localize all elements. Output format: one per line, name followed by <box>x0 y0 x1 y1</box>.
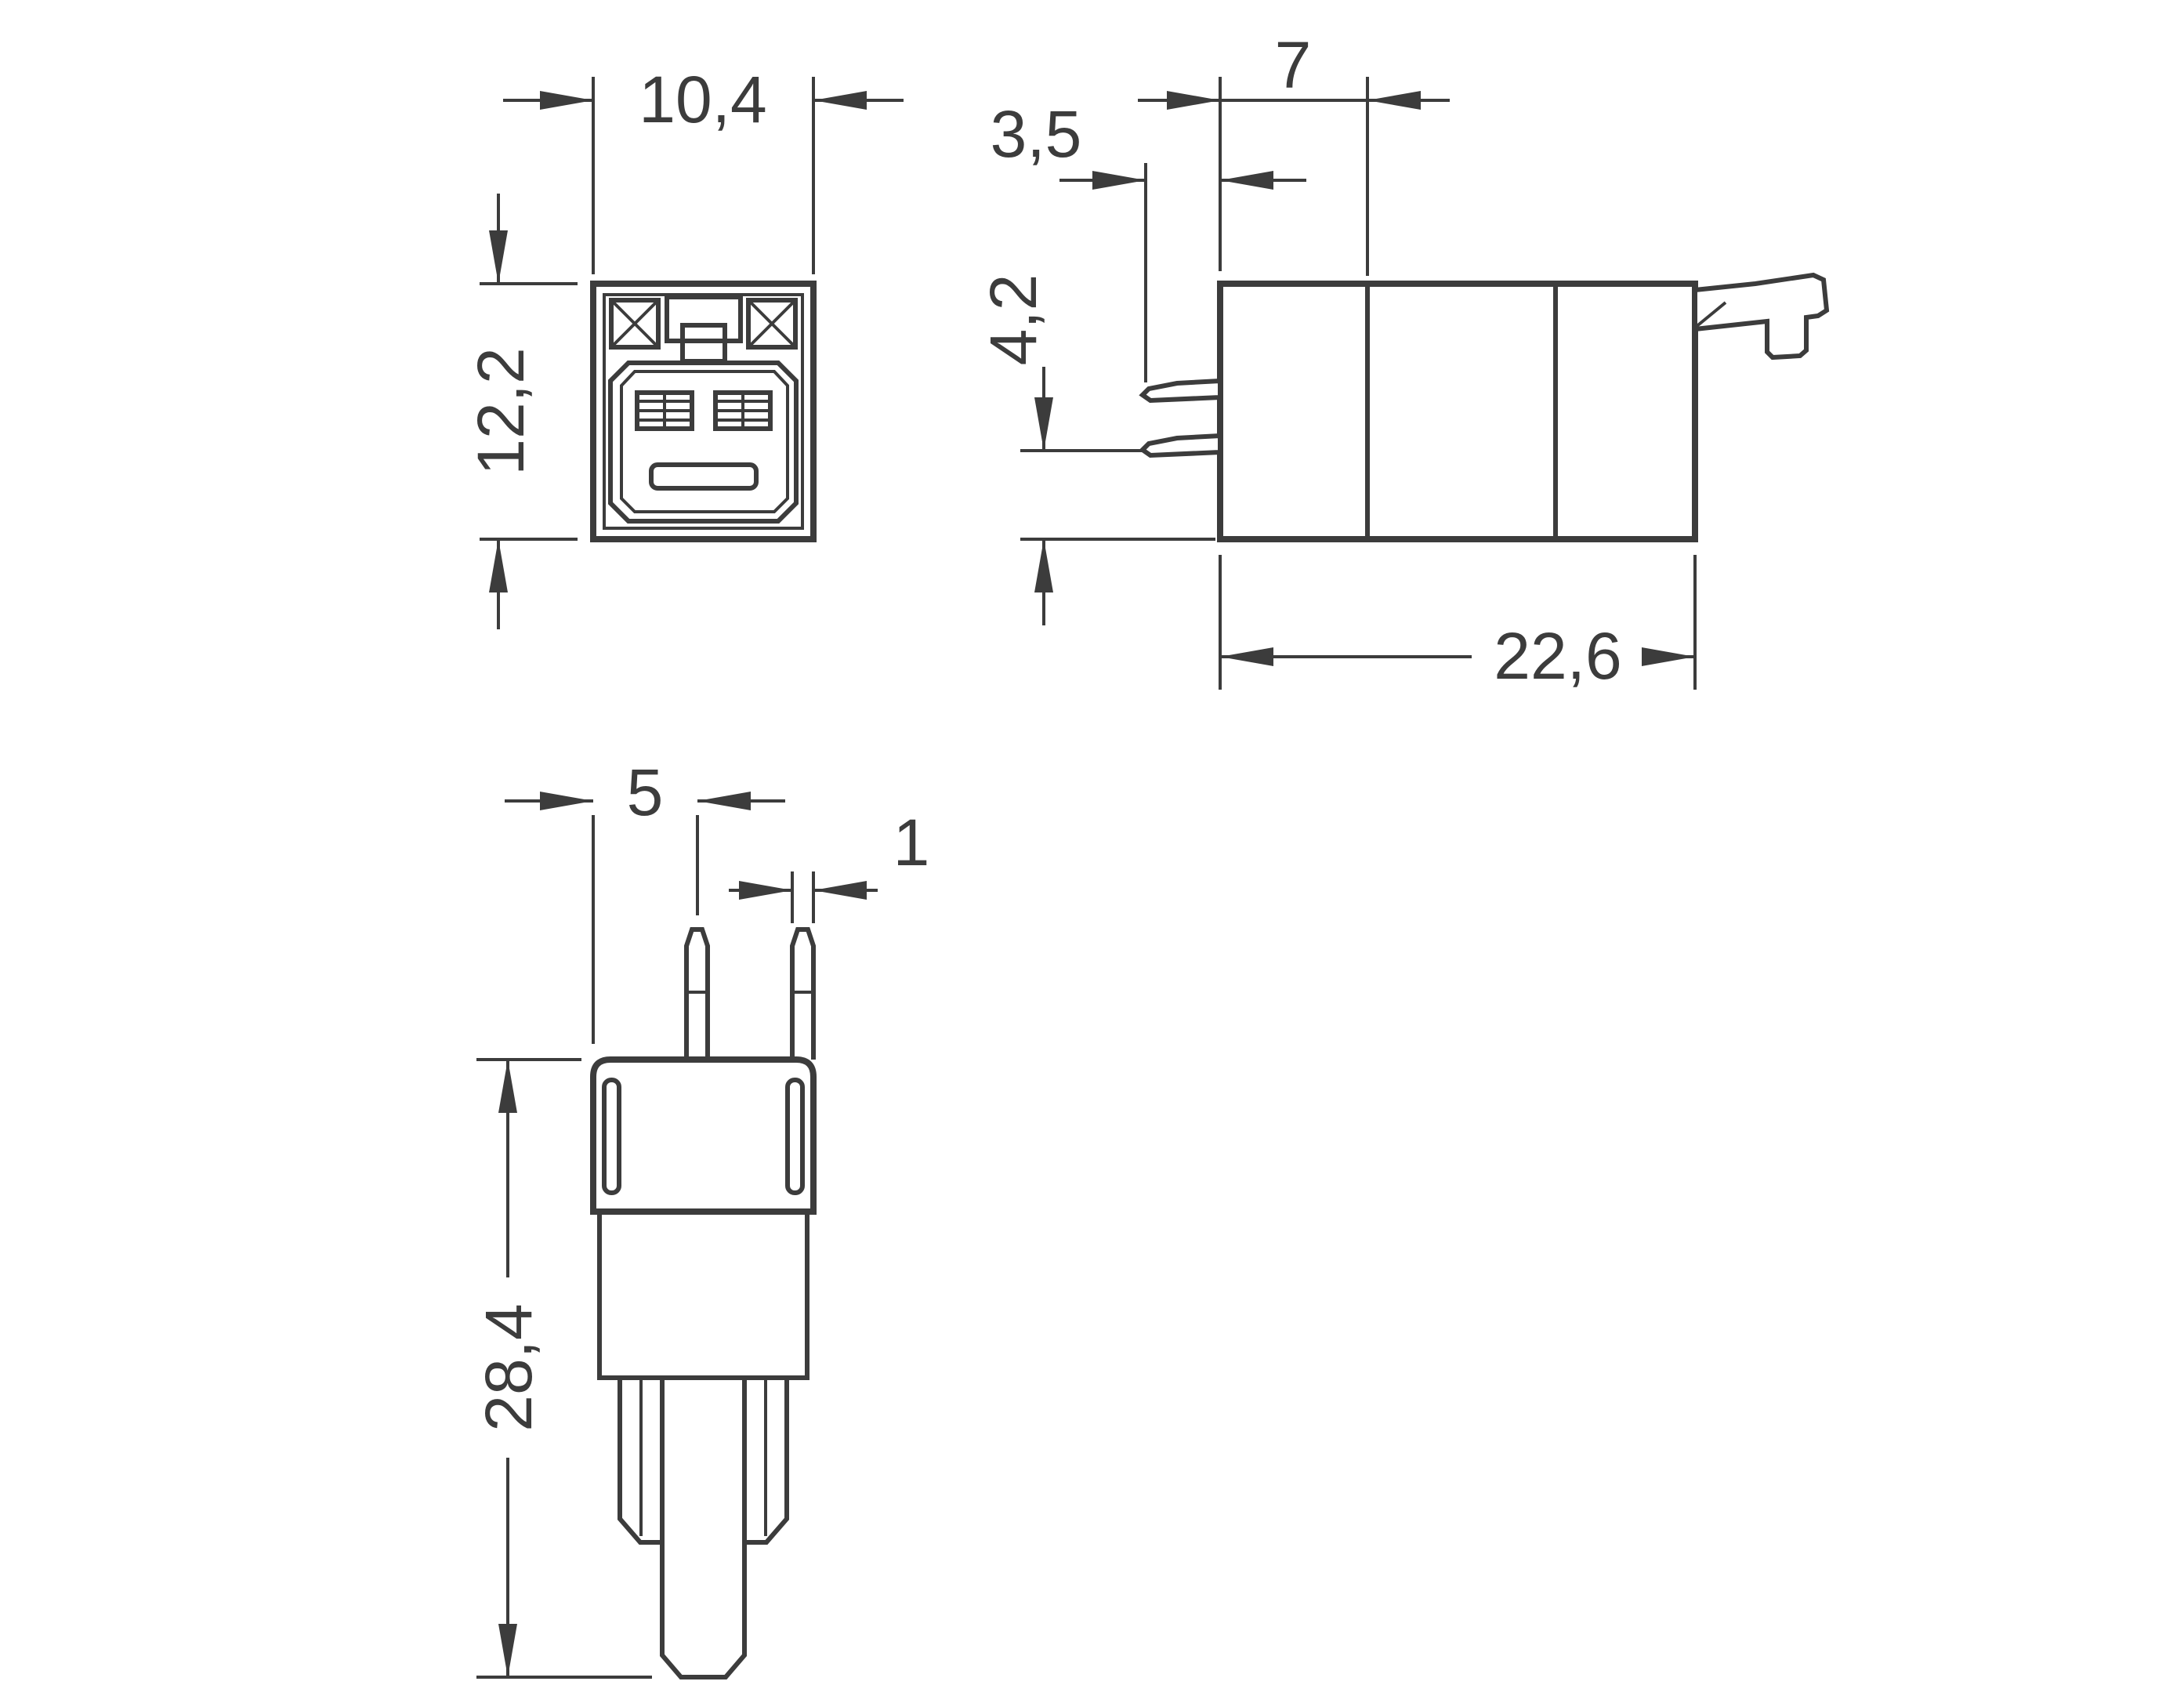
arrowhead-icon <box>540 792 593 810</box>
dim-pin-pitch: 5 <box>505 755 785 1044</box>
bottom-view: 5 1 28,4 <box>472 755 929 1679</box>
latch-outer <box>665 295 743 343</box>
solder-pin-right <box>790 927 816 1060</box>
keying-cross-line <box>610 299 660 349</box>
center-tab <box>660 1378 747 1679</box>
keying-square-left-box <box>609 298 661 350</box>
dim-label-pin-height: 4,2 <box>976 274 1050 366</box>
arrowhead-icon <box>1642 647 1695 666</box>
dim-front-width: 10,4 <box>503 63 904 274</box>
arrowhead-icon <box>1220 647 1273 666</box>
contact-right <box>713 390 773 431</box>
dim-pin-height: 4,2 <box>976 274 1215 625</box>
dim-label-total-depth: 22,6 <box>1494 619 1622 693</box>
body-lower-section <box>618 1378 789 1545</box>
dim-total-height: 28,4 <box>472 1058 652 1679</box>
arrowhead-icon <box>540 91 593 110</box>
keying-square-right-box <box>746 298 798 350</box>
side-slot-right <box>785 1078 805 1195</box>
arrowhead-icon <box>1367 91 1421 110</box>
arrowhead-icon <box>739 881 792 900</box>
dim-label-pin-protrusion: 3,5 <box>991 97 1082 171</box>
arrowhead-icon <box>697 792 751 810</box>
dim-label-pin-pitch: 5 <box>627 755 664 829</box>
test-slot <box>649 462 759 491</box>
side-slot-left <box>602 1078 621 1195</box>
solder-pin-left <box>684 927 710 1060</box>
arrowhead-icon <box>498 1060 517 1113</box>
arrowhead-icon <box>498 1624 517 1677</box>
keying-square-left <box>609 298 661 350</box>
dim-pin-protrusion: 3,5 <box>991 97 1306 382</box>
dim-label-side-front-depth: 7 <box>1275 28 1312 102</box>
dim-label-pin-width: 1 <box>893 806 930 879</box>
keying-cross-line <box>747 299 797 349</box>
solder-pin-upper <box>1139 378 1222 404</box>
body-upper-section <box>590 1056 817 1215</box>
contact-left <box>635 390 694 431</box>
latch-detail-line <box>1693 301 1727 329</box>
dim-side-front-depth: 7 <box>1138 28 1450 276</box>
body-middle-section <box>597 1209 809 1380</box>
mating-recess-inner <box>620 370 789 513</box>
dim-total-depth: 22,6 <box>1219 555 1697 693</box>
dim-label-front-height: 12,2 <box>464 347 538 476</box>
mating-recess-outer <box>608 361 799 524</box>
side-housing-outline <box>1217 281 1698 542</box>
arrowhead-icon <box>813 881 867 900</box>
keying-square-right <box>746 298 798 350</box>
front-view: 10,4 12,2 <box>464 63 904 629</box>
arrowhead-icon <box>813 91 867 110</box>
front-housing-outline <box>590 281 817 542</box>
arrowhead-icon <box>1220 171 1273 190</box>
arrowhead-icon <box>1034 539 1053 592</box>
side-view: 7 3,5 4,2 22,6 <box>976 28 1830 693</box>
arrowhead-icon <box>1034 397 1053 451</box>
arrowhead-icon <box>1092 171 1146 190</box>
dim-pin-width: 1 <box>729 806 929 923</box>
arrowhead-icon <box>489 539 508 592</box>
arrowhead-icon <box>1167 91 1220 110</box>
dim-label-front-width: 10,4 <box>639 63 767 136</box>
arrowhead-icon <box>489 230 508 284</box>
locking-latch <box>1693 272 1830 361</box>
dim-label-total-height: 28,4 <box>472 1303 545 1432</box>
dim-front-height: 12,2 <box>464 194 578 629</box>
